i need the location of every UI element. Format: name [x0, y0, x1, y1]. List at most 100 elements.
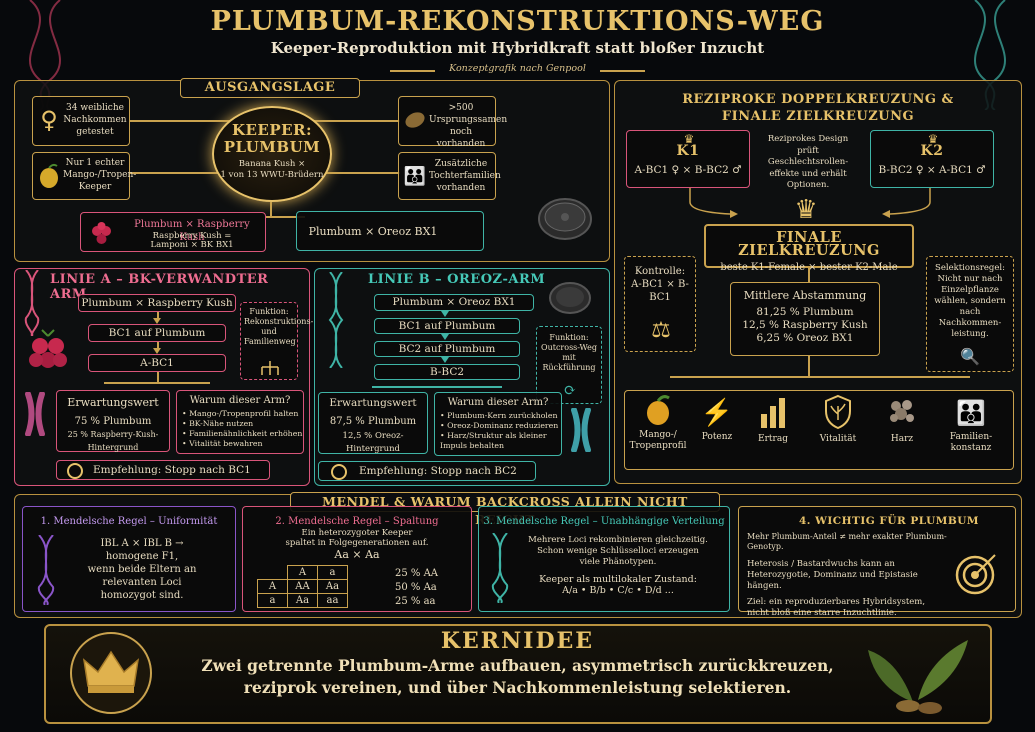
mango-trait-icon — [647, 395, 670, 425]
linie-b-reasons: Warum dieser Arm? • Plumbum-Kern zurückh… — [434, 392, 562, 456]
kernidee-line-1: Zwei getrennte Plumbum-Arme aufbauen, as… — [201, 656, 834, 675]
reziprok-design-note: Reziprokes Design prüft Geschlechtsrolle… — [767, 134, 849, 190]
connector — [270, 202, 272, 216]
crown-kernidee-icon — [70, 632, 152, 714]
connector — [808, 356, 810, 376]
trait-mango: Mango-/ Tropenprofil — [628, 394, 688, 468]
keeper-plumbum-node: KEEPER: PLUMBUM Banana Kush × 1 von 13 W… — [212, 106, 332, 202]
k2-box: ♛ K2 B-BC2 ♀ × A-BC1 ♂ — [870, 130, 994, 188]
mendel-rule-4: 4. WICHTIG FÜR PLUMBUM Mehr Plumbum-Ante… — [738, 506, 1016, 618]
final-cross-box: FINALE ZIELKREUZUNG beste K1-Female × be… — [704, 224, 914, 273]
arrow-down — [441, 334, 449, 340]
fact-daughter-families: 👪 Zusätzliche Tochterfamilien vorhanden — [398, 152, 501, 200]
dna-icon-teal — [328, 272, 344, 368]
connector — [157, 372, 159, 382]
linie-a-heading: LINIE A – BK-VERWANDTER ARM — [50, 272, 269, 302]
connector — [372, 386, 502, 388]
connector — [104, 382, 210, 384]
crown-icon: ♛ — [927, 131, 939, 146]
chromosome-icon-pink — [25, 392, 45, 436]
page-title: PLUMBUM-REKONSTRUKTIONS-WEG — [210, 6, 825, 37]
arrow-down — [153, 318, 161, 324]
magnifier-icon: 🔍 — [960, 346, 980, 366]
kernidee-line-2: reziprok vereinen, und über Nachkommenle… — [243, 678, 792, 697]
linie-b-expectation: Erwartungswert 87,5 % Plumbum 12,5 % Ore… — [318, 392, 428, 454]
linie-b-recommendation: Empfehlung: Stopp nach BC2 — [318, 461, 536, 481]
control-box: Kontrolle: A-BC1 × B-BC1 ⚖ — [624, 256, 696, 352]
target-arrow-icon — [955, 554, 996, 595]
cross-plumbum-raspberry: Plumbum × Raspberry Kush Raspberry Kush … — [80, 212, 266, 252]
linie-a-function: Funktion: Rekonstruktions- und Familienw… — [240, 302, 313, 380]
seed-icon — [405, 112, 425, 128]
selection-rule-box: Selektionsregel: Nicht nur nach Einzelpf… — [926, 256, 1014, 372]
dna-icon-pink — [24, 270, 40, 336]
arrow-down — [441, 357, 449, 363]
arrow-down — [441, 311, 449, 317]
trait-potenz: ⚡ Potenz — [692, 394, 742, 468]
mendel-rule-2: 2. Mendelsche Regel – Spaltung Ein heter… — [242, 506, 472, 612]
raspberry-icon — [92, 222, 111, 244]
female-symbol-icon: ♀ — [40, 105, 58, 134]
dna-icon-teal-small — [491, 533, 509, 603]
oreo-cookie-icon — [538, 198, 592, 240]
shield-leaf-icon — [825, 394, 851, 430]
trait-ertrag: Ertrag — [748, 394, 798, 468]
crown-icon: ♛ — [683, 131, 695, 146]
linie-a-recommendation: Empfehlung: Stopp nach BC1 — [56, 460, 270, 480]
cycle-arrows-icon: ⟳ — [563, 380, 577, 399]
mendel-rule-3: 3. Mendelsche Regel – Unabhängige Vertei… — [478, 506, 730, 612]
connector — [808, 268, 810, 282]
connector — [130, 172, 220, 174]
ausgangslage-heading: AUSGANGSLAGE — [180, 78, 360, 98]
family-icon: 👪 — [403, 165, 427, 187]
target-icon — [331, 464, 347, 480]
linie-a-step-2: BC1 auf Plumbum — [88, 324, 226, 342]
average-ancestry-box: Mittlere Abstammung 81,25 % Plumbum 12,5… — [730, 282, 880, 356]
connector — [157, 312, 159, 320]
k1-box: ♛ K1 A-BC1 ♀ × B-BC2 ♂ — [626, 130, 750, 188]
leaves-seeds-icon — [868, 640, 968, 714]
dna-icon-purple — [37, 535, 55, 605]
chromosome-icon-teal — [571, 408, 591, 452]
connector — [670, 376, 970, 378]
caption-rule-left — [390, 70, 435, 72]
fact-female-offspring: ♀ 34 weibliche Nachkommen getestet — [32, 96, 130, 146]
mango-icon — [40, 163, 58, 188]
raspberry-large-icon — [29, 329, 67, 368]
connector — [265, 216, 305, 218]
linie-b-step-4: B-BC2 — [374, 364, 520, 380]
crown-final-icon: ♛ — [794, 195, 818, 225]
traits-panel — [624, 390, 1014, 470]
caption-rule-right — [600, 70, 645, 72]
linie-b-step-3: BC2 auf Plumbum — [374, 341, 520, 357]
linie-a-step-3: A-BC1 — [88, 354, 226, 372]
connector — [310, 120, 400, 122]
mendel-rule-1: 1. Mendelsche Regel – Uniformität IBL A … — [22, 506, 236, 612]
caption: Konzeptgrafik nach Genpool — [449, 63, 586, 74]
page-subtitle: Keeper-Reproduktion mit Hybridkraft stat… — [270, 39, 765, 57]
linie-b-step-2: BC1 auf Plumbum — [374, 318, 520, 334]
kernidee-panel — [44, 624, 992, 724]
lightning-icon: ⚡ — [700, 398, 734, 428]
fact-seeds: >500 Ursprungssamen noch vorhanden — [398, 96, 507, 149]
arrow-down — [153, 348, 161, 354]
oreo-cookie-small-icon — [549, 282, 591, 314]
trait-vitalitaet: Vitalität — [808, 394, 868, 468]
connector — [130, 120, 230, 122]
trait-harz: Harz — [874, 394, 930, 468]
resin-cluster-icon — [890, 400, 914, 422]
bar-chart-icon — [761, 398, 785, 428]
linie-b-step-1: Plumbum × Oreoz BX1 — [374, 294, 534, 311]
linie-a-reasons: Warum dieser Arm? • Mango-/Tropenprofil … — [176, 390, 304, 454]
kernidee-heading: KERNIDEE — [440, 628, 595, 654]
reziprok-heading-2: FINALE ZIELKREUZUNG — [721, 109, 915, 124]
fact-mango-keeper: Nur 1 echter Mango-/Tropen-Keeper — [32, 152, 136, 200]
connector — [318, 172, 400, 174]
connector — [157, 342, 159, 350]
trait-familienkonstanz: 👪 Familien-konstanz — [936, 394, 1006, 468]
cross-plumbum-oreoz: Plumbum × Oreoz BX1 — [296, 211, 484, 251]
reziprok-heading-1: REZIPROKE DOPPELKREUZUNG & — [682, 92, 954, 107]
family-trait-icon: 👪 — [956, 399, 986, 427]
linie-b-heading: LINIE B – OREOZ-ARM — [368, 272, 546, 287]
